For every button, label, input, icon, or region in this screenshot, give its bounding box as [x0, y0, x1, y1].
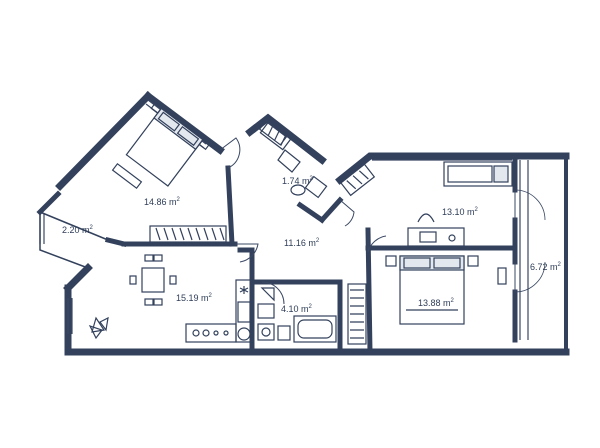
inner-walls: [104, 157, 518, 355]
wardrobe-icon: [339, 163, 376, 197]
stove-icon: [185, 323, 237, 343]
area-label-balcony-left: 2.20 m2: [62, 225, 94, 235]
doors: [219, 137, 546, 305]
sink-icon: [257, 287, 291, 341]
fridge-icon: [235, 279, 253, 343]
desk-icon: [407, 213, 465, 247]
desk-icon: [497, 267, 507, 285]
bed-icon: [385, 255, 479, 325]
balcony-left-outline: [39, 211, 109, 269]
sofa-icon: [443, 161, 513, 187]
area-label-hallway: 11.16 m2: [284, 238, 320, 248]
area-label-bathroom: 4.10 m2: [281, 304, 313, 314]
desk-icon: [111, 162, 143, 190]
area-label-room-study: 13.10 m2: [442, 207, 479, 217]
wardrobe-icon: [347, 283, 367, 345]
area-label-balcony-right: 6.72 m2: [530, 262, 562, 272]
area-label-bedroom-1: 14.86 m2: [144, 197, 181, 207]
area-labels: 14.86 m2 1.74 m2 2.20 m2 11.16 m2 15.19 …: [62, 176, 562, 314]
bed-icon: [125, 101, 212, 187]
dining-table-icon: [129, 254, 177, 306]
area-label-bedroom-2: 13.88 m2: [418, 298, 455, 308]
wardrobe-icon: [259, 120, 293, 151]
area-label-kitchen-living: 15.19 m2: [176, 293, 213, 303]
bathtub-icon: [293, 315, 337, 343]
wardrobe-icon: [149, 225, 227, 243]
area-label-bathroom-small: 1.74 m2: [282, 176, 314, 186]
plant-icon: [88, 316, 109, 340]
